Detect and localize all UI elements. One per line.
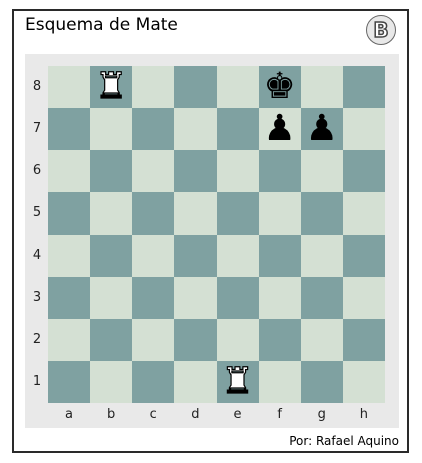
file-label: h	[359, 407, 368, 422]
rank-label: 2	[32, 331, 42, 347]
square-d7[interactable]	[174, 108, 217, 151]
square-g6[interactable]	[300, 150, 343, 193]
square-a3[interactable]	[48, 276, 91, 319]
black-pawn-icon[interactable]: ♟	[305, 108, 338, 150]
square-b5[interactable]	[90, 192, 133, 235]
rank-label: 7	[32, 121, 42, 137]
square-h2[interactable]	[342, 318, 385, 361]
diagram-title: Esquema de Mate	[25, 15, 178, 35]
square-b7[interactable]	[90, 108, 133, 151]
square-e5[interactable]	[216, 192, 259, 235]
square-c8[interactable]	[132, 66, 175, 109]
file-label: d	[191, 407, 200, 422]
square-b6[interactable]	[90, 150, 133, 193]
square-d2[interactable]	[174, 318, 217, 361]
file-label: f	[277, 407, 282, 422]
square-c5[interactable]	[132, 192, 175, 235]
square-h5[interactable]	[342, 192, 385, 235]
square-f3[interactable]	[258, 276, 301, 319]
square-a8[interactable]	[48, 66, 91, 109]
square-g7[interactable]: ♟	[300, 108, 343, 151]
rank-label: 4	[32, 247, 42, 263]
file-label: c	[149, 407, 157, 422]
logo-b-icon: B	[366, 15, 396, 45]
rank-label: 8	[32, 79, 42, 95]
square-d4[interactable]	[174, 234, 217, 277]
square-g5[interactable]	[300, 192, 343, 235]
square-h4[interactable]	[342, 234, 385, 277]
logo-letter: B	[373, 18, 390, 42]
square-f2[interactable]	[258, 318, 301, 361]
square-g8[interactable]	[300, 66, 343, 109]
square-f8[interactable]: ♚	[258, 66, 301, 109]
square-d8[interactable]	[174, 66, 217, 109]
square-e3[interactable]	[216, 276, 259, 319]
square-f6[interactable]	[258, 150, 301, 193]
rank-label: 5	[32, 205, 42, 221]
white-rook-icon[interactable]: ♜	[221, 360, 254, 402]
square-g3[interactable]	[300, 276, 343, 319]
square-a5[interactable]	[48, 192, 91, 235]
square-a7[interactable]	[48, 108, 91, 151]
square-e2[interactable]	[216, 318, 259, 361]
square-g1[interactable]	[300, 360, 343, 403]
square-e1[interactable]: ♜	[216, 360, 259, 403]
square-e4[interactable]	[216, 234, 259, 277]
rank-label: 1	[32, 373, 42, 389]
square-b4[interactable]	[90, 234, 133, 277]
square-d1[interactable]	[174, 360, 217, 403]
square-e8[interactable]	[216, 66, 259, 109]
square-a2[interactable]	[48, 318, 91, 361]
file-label: e	[233, 407, 242, 422]
file-label: b	[106, 407, 116, 422]
square-h1[interactable]	[342, 360, 385, 403]
square-f7[interactable]: ♟	[258, 108, 301, 151]
square-c1[interactable]	[132, 360, 175, 403]
square-c6[interactable]	[132, 150, 175, 193]
rank-label: 6	[32, 163, 42, 179]
square-a6[interactable]	[48, 150, 91, 193]
square-g4[interactable]	[300, 234, 343, 277]
square-d3[interactable]	[174, 276, 217, 319]
square-h7[interactable]	[342, 108, 385, 151]
square-e7[interactable]	[216, 108, 259, 151]
black-pawn-icon[interactable]: ♟	[263, 108, 296, 150]
square-f5[interactable]	[258, 192, 301, 235]
square-f1[interactable]	[258, 360, 301, 403]
square-g2[interactable]	[300, 318, 343, 361]
square-b1[interactable]	[90, 360, 133, 403]
file-label: g	[317, 407, 326, 422]
black-king-icon[interactable]: ♚	[263, 66, 296, 108]
square-d5[interactable]	[174, 192, 217, 235]
square-c4[interactable]	[132, 234, 175, 277]
square-h8[interactable]	[342, 66, 385, 109]
square-e6[interactable]	[216, 150, 259, 193]
square-h6[interactable]	[342, 150, 385, 193]
square-a1[interactable]	[48, 360, 91, 403]
square-c3[interactable]	[132, 276, 175, 319]
square-a4[interactable]	[48, 234, 91, 277]
rank-label: 3	[32, 289, 42, 305]
chessboard: ♜ ♚♟♟ ♜	[48, 66, 385, 403]
square-f4[interactable]	[258, 234, 301, 277]
square-b8[interactable]: ♜	[90, 66, 133, 109]
square-c7[interactable]	[132, 108, 175, 151]
square-c2[interactable]	[132, 318, 175, 361]
white-rook-icon[interactable]: ♜	[94, 66, 128, 108]
square-h3[interactable]	[342, 276, 385, 319]
square-d6[interactable]	[174, 150, 217, 193]
file-label: a	[65, 407, 73, 422]
author-credit: Por: Rafael Aquino	[289, 434, 399, 448]
square-b3[interactable]	[90, 276, 133, 319]
square-b2[interactable]	[90, 318, 133, 361]
